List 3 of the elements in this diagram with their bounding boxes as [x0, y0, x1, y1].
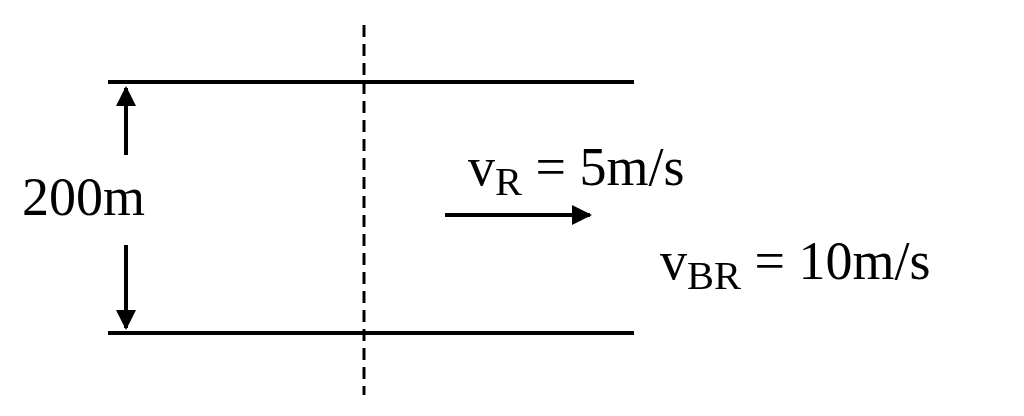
dimension-label: 200m [22, 170, 145, 224]
velocity-label: v$_{BR}$ = 10m/s [660, 234, 931, 288]
velocity-label: v$_{R}$ = 5m/s [468, 140, 685, 194]
